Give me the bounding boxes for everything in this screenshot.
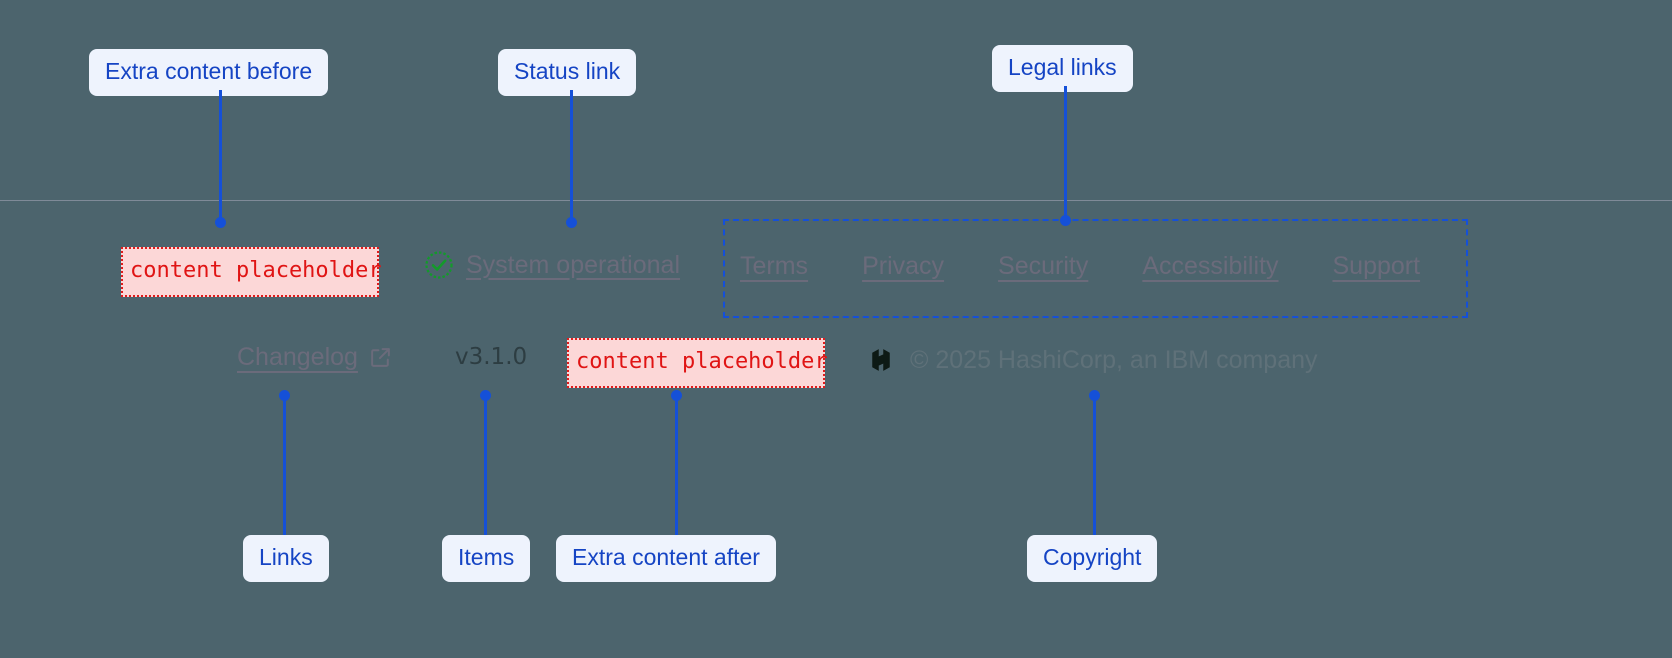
copyright-row: © 2025 HashiCorp, an IBM company [866, 345, 1318, 375]
legal-link-security[interactable]: Security [998, 252, 1089, 280]
leader-line-links [283, 396, 286, 535]
callout-extra-content-after: Extra content after [556, 535, 776, 582]
legal-link-terms[interactable]: Terms [740, 252, 809, 280]
legal-link-support[interactable]: Support [1332, 252, 1421, 280]
leader-line-legal-links [1064, 86, 1067, 220]
changelog-label[interactable]: Changelog [237, 343, 358, 371]
extra-content-before-placeholder: content placeholder [121, 247, 382, 297]
check-circle-icon [424, 250, 454, 280]
copyright-text: © 2025 HashiCorp, an IBM company [910, 345, 1318, 374]
leader-line-items [484, 396, 487, 535]
leader-dot-extra-content-before [215, 217, 226, 228]
extra-content-after-placeholder: content placeholder [567, 338, 828, 388]
legal-links-group-outline [723, 219, 1468, 318]
version-label: v3.1.0 [455, 344, 528, 370]
leader-line-copyright [1093, 396, 1096, 535]
callout-legal-links: Legal links [992, 45, 1133, 92]
callout-items: Items [442, 535, 531, 582]
legal-link-accessibility[interactable]: Accessibility [1142, 252, 1279, 280]
hashicorp-logo [866, 345, 896, 375]
external-link-icon [368, 345, 393, 370]
footer-top-divider [0, 200, 1672, 201]
system-status[interactable]: System operational [424, 250, 680, 280]
leader-line-status-link [570, 90, 573, 222]
leader-dot-links [279, 390, 290, 401]
legal-links-group: Terms Privacy Security Accessibility Sup… [740, 254, 1420, 279]
callout-extra-content-before: Extra content before [89, 49, 329, 96]
callout-status-link: Status link [498, 49, 637, 96]
leader-line-extra-content-before [219, 90, 222, 222]
leader-dot-copyright [1089, 390, 1100, 401]
callout-copyright: Copyright [1027, 535, 1158, 582]
legal-link-privacy[interactable]: Privacy [862, 252, 945, 280]
leader-dot-items [480, 390, 491, 401]
status-link-label[interactable]: System operational [466, 250, 681, 279]
leader-line-extra-content-after [675, 396, 678, 535]
changelog-link[interactable]: Changelog [237, 345, 393, 370]
callout-links: Links [243, 535, 329, 582]
leader-dot-extra-content-after [671, 390, 682, 401]
leader-dot-status-link [566, 217, 577, 228]
